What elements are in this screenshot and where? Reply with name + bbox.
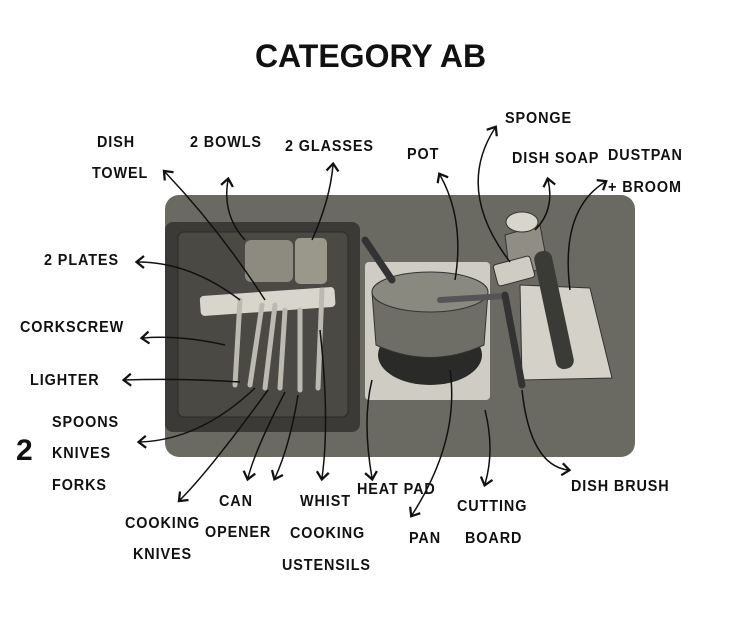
cutlery — [232, 287, 325, 393]
glasses — [295, 238, 327, 284]
label-spoons: SPOONS — [52, 414, 120, 431]
label-dish-brush: DISH BRUSH — [571, 478, 670, 495]
label-sponge: SPONGE — [505, 110, 573, 127]
label-forks: FORKS — [52, 477, 107, 494]
label-cooking-knives: COOKING — [125, 515, 201, 532]
label-cooking-utensils: COOKING — [290, 525, 366, 542]
label-lighter: LIGHTER — [30, 372, 100, 389]
label-plates: 2 PLATES — [44, 252, 119, 269]
arrows — [121, 125, 608, 518]
label-dish-soap: DISH SOAP — [512, 150, 600, 167]
label-can-opener-2: OPENER — [205, 524, 272, 541]
bowls — [245, 240, 293, 282]
label-knives: KNIVES — [52, 445, 112, 462]
label-corkscrew: CORKSCREW — [20, 319, 125, 336]
label-cutting-board: CUTTING — [457, 498, 528, 515]
label-cooking-utensils-2: USTENSILS — [282, 557, 371, 574]
diagram-title: CATEGORY AB — [254, 38, 487, 74]
label-dustpan: DUSTPAN — [608, 147, 683, 164]
label-cutting-board-2: BOARD — [465, 530, 523, 547]
label-whisk: WHIST — [300, 493, 351, 510]
label-dish-towel-2: TOWEL — [92, 165, 149, 182]
label-bowls: 2 BOWLS — [190, 134, 262, 151]
label-glasses: 2 GLASSES — [285, 138, 374, 155]
dish-brush — [501, 291, 526, 389]
label-pan: PAN — [409, 530, 442, 547]
label-cooking-knives-2: KNIVES — [133, 546, 193, 563]
broom — [534, 250, 574, 370]
label-can-opener: CAN — [219, 493, 253, 510]
label-cutlery-count: 2 — [16, 434, 33, 467]
label-heat-pad: HEAT PAD — [357, 481, 436, 498]
sponge — [492, 255, 536, 287]
label-broom: + BROOM — [608, 179, 682, 196]
label-pot: POT — [407, 146, 440, 163]
label-dish-towel: DISH — [97, 134, 136, 151]
